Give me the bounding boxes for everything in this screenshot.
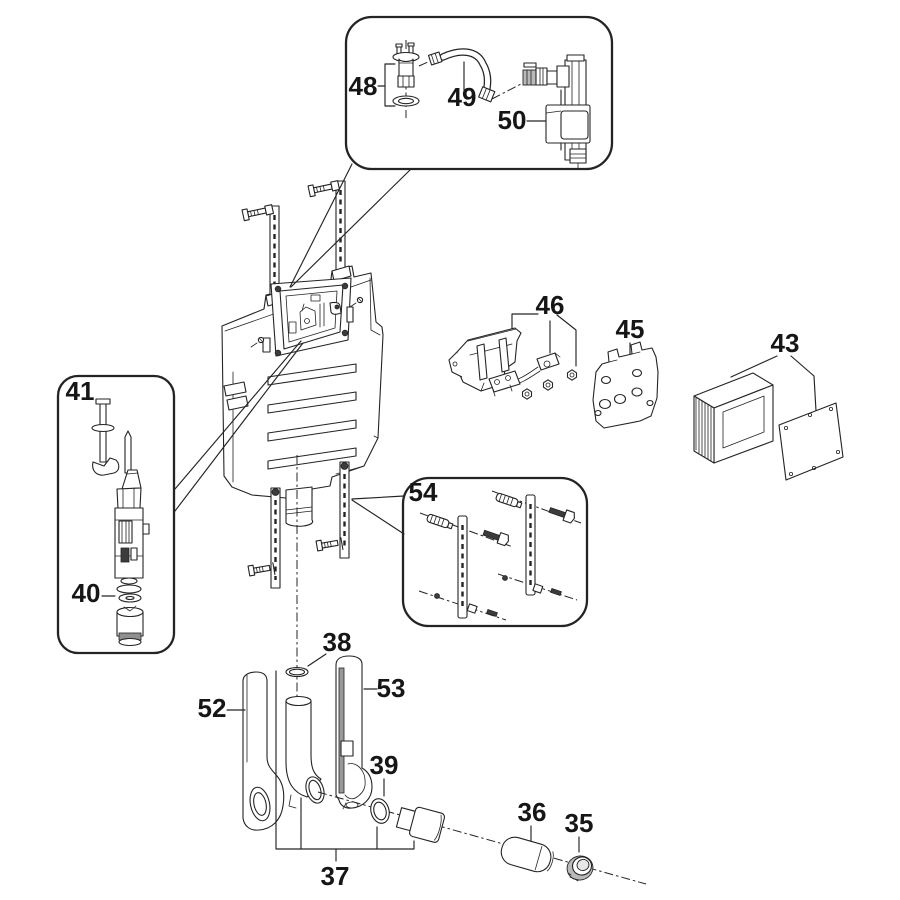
part-label-49: 49: [448, 82, 477, 112]
exploded-axis-line: [317, 791, 647, 885]
callout-pointer-lines: [174, 340, 304, 512]
callout-inlet-valve-detail: 48 49 50: [289, 15, 614, 288]
part-50-fill-valve: [522, 54, 591, 170]
part-48-bracket: [377, 63, 396, 107]
tank-side-tabs: [223, 381, 249, 411]
part-46-bracket-assembly: 46: [448, 290, 578, 400]
screw-dot-icon: [434, 593, 440, 599]
upper-mounting-rail-right: [307, 180, 352, 282]
tiny-screw-icon: [250, 336, 265, 348]
part-label-39: 39: [370, 750, 399, 780]
part-label-50: 50: [498, 105, 527, 135]
part-45-mounting-plate: 45: [592, 314, 659, 429]
part-label-35: 35: [565, 808, 594, 838]
outlet-spigot: [285, 486, 314, 527]
part-label-45: 45: [616, 314, 645, 344]
part-49-inlet-hose: [418, 48, 522, 103]
hanger-bolt-icon: [307, 180, 341, 198]
valve-seat: [116, 605, 144, 647]
hex-bolt-icon: [548, 507, 575, 524]
lower-mounting-rail-left: [247, 487, 281, 589]
part-35-ring-nut: [566, 855, 594, 882]
part-label-54: 54: [409, 477, 438, 507]
part-label-43: 43: [771, 328, 800, 358]
part-37-group-bracket: [275, 670, 415, 862]
part-39-seal-ring: [370, 798, 390, 824]
hanger-bolt-icon: [241, 204, 275, 222]
connector-socket: [395, 806, 446, 843]
part-label-52: 52: [198, 693, 227, 723]
part-label-37: 37: [321, 861, 350, 891]
callout-pointer-lines: [289, 163, 412, 288]
part-label-46: 46: [536, 290, 565, 320]
part-48-inlet-fitting: [377, 40, 420, 118]
part-41-flush-valve: [91, 398, 150, 594]
wall-plug-icon: [426, 513, 454, 530]
flush-pipe-assembly: 52 38 53: [198, 627, 647, 891]
part-43-cover-plate: [778, 402, 844, 481]
callout-pointer-lines: [351, 495, 405, 535]
part-label-53: 53: [377, 673, 406, 703]
hex-nut-icon: [542, 379, 554, 391]
access-opening-frame: [262, 277, 354, 357]
part-label-48: 48: [349, 71, 378, 101]
part-43-protection-box: 43: [693, 328, 844, 481]
wall-plug-icon: [495, 492, 523, 509]
part-38-gasket: [285, 666, 309, 678]
part-label-36: 36: [518, 797, 547, 827]
part-53-outer-tube: [335, 655, 373, 810]
cap-nut-icon: [532, 583, 544, 594]
hex-bolt-icon: [482, 529, 509, 547]
wall-rail-icon: [457, 494, 536, 619]
callout-mounting-hardware-detail: 54: [351, 476, 589, 628]
callout-flush-valve-detail: 41 40: [56, 340, 304, 655]
small-screw-icon: [550, 587, 562, 597]
screw-dot-icon: [502, 575, 508, 581]
tiny-screw-icon: [349, 296, 364, 308]
cap-nut-icon: [466, 603, 478, 614]
part-label-41: 41: [66, 376, 95, 406]
small-screw-icon: [486, 608, 498, 618]
flush-bend-pipe: [285, 695, 325, 809]
hex-nut-icon: [566, 369, 578, 381]
part-36-sleeve: [500, 836, 554, 873]
part-label-38: 38: [323, 627, 352, 657]
part-52-pipe-cover: [242, 671, 285, 831]
hex-nut-icon: [521, 388, 533, 400]
part-40-seal-washer: [118, 593, 142, 603]
part-label-40: 40: [72, 578, 101, 608]
tank-ribs: [267, 363, 357, 470]
lower-mounting-rail-right: [315, 461, 350, 559]
